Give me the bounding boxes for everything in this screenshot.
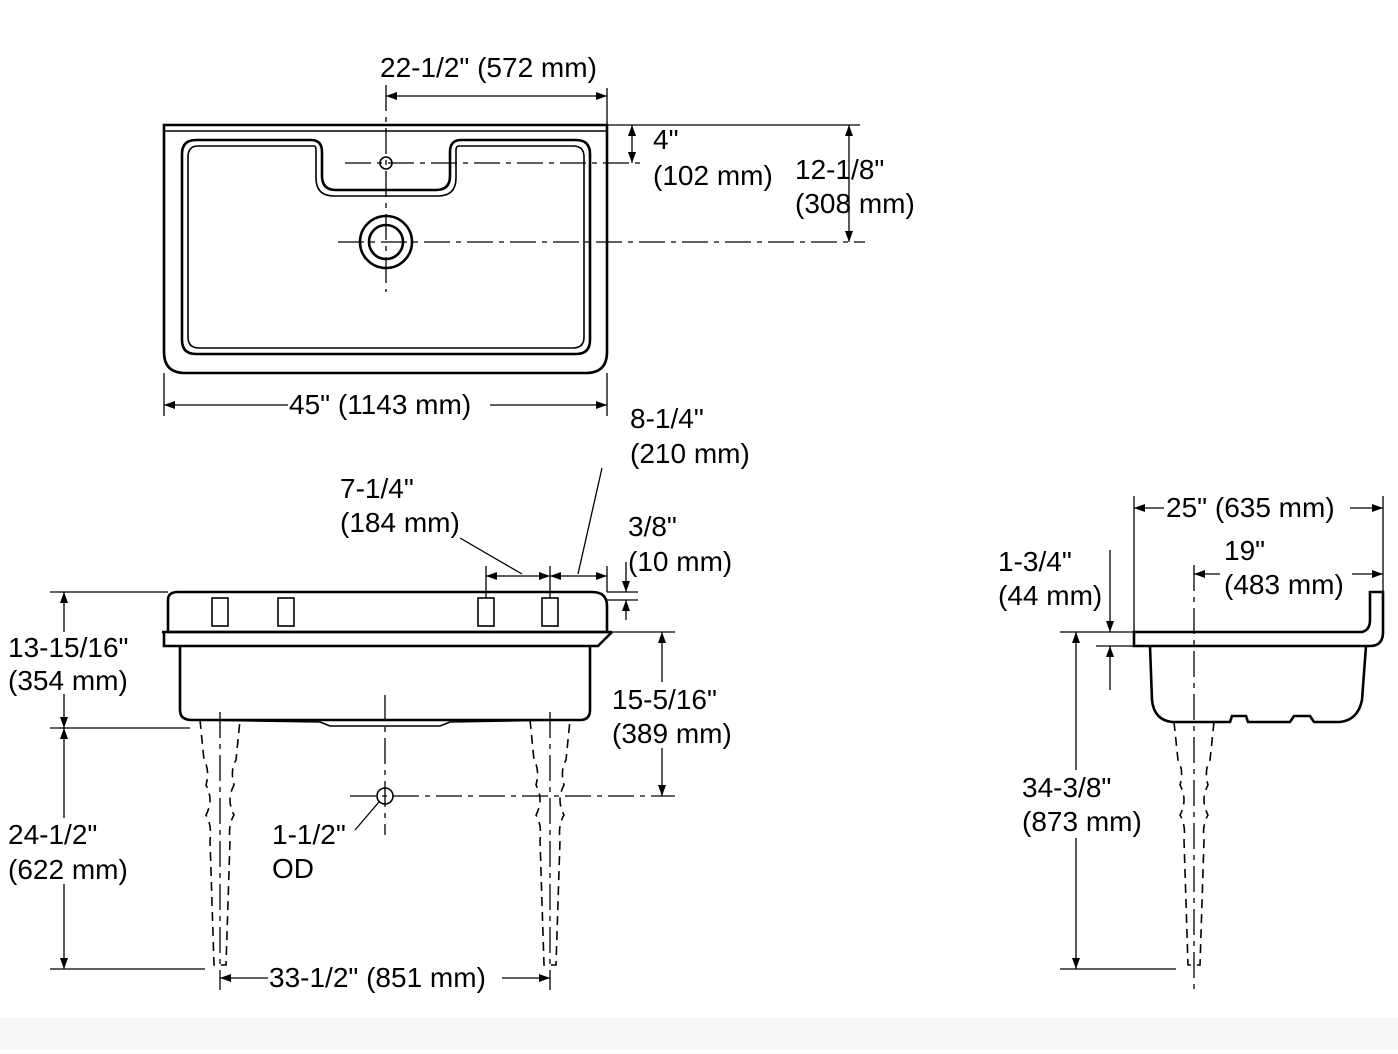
front-view-bowl-underside <box>199 719 561 727</box>
arrowhead <box>658 632 666 643</box>
dim-drain-od-label-1: 1-1/2" <box>272 819 346 850</box>
faucet-hole-3 <box>477 597 495 627</box>
dim-depth-label: 25" (635 mm) <box>1166 492 1335 523</box>
arrowhead <box>1134 504 1145 512</box>
arrowhead <box>1372 504 1383 512</box>
arrowhead <box>386 92 397 100</box>
dim-leg-setback-label-2: (483 mm) <box>1224 569 1344 600</box>
arrowhead <box>539 572 550 580</box>
dim-leg-setback-label-1: 19" <box>1224 535 1265 566</box>
dim-hole-spacing-leader <box>459 537 523 575</box>
arrowhead <box>550 572 561 580</box>
front-drain-outlet <box>376 787 394 805</box>
side-view-deck <box>1132 590 1385 648</box>
dim-hole-spacing-label-2: (184 mm) <box>340 507 460 538</box>
top-view-basin-inner-outline <box>187 145 585 349</box>
arrowhead <box>628 152 636 163</box>
dim-hole-edge-label-2: (210 mm) <box>630 438 750 469</box>
arrowhead <box>60 728 68 739</box>
dim-rim-label-1: 1-3/4" <box>998 546 1072 577</box>
arrowhead <box>1072 958 1080 969</box>
dim-hole-spacing-label-1: 7-1/4" <box>340 473 414 504</box>
arrowhead <box>220 974 231 982</box>
dim-hole-edge-leader <box>577 467 603 575</box>
arrowhead <box>1372 570 1383 578</box>
dim-drain-depth-label-1: 12-1/8" <box>795 154 884 185</box>
dim-leg-height-label-2: (622 mm) <box>8 854 128 885</box>
side-view-leg <box>1173 721 1215 966</box>
dim-rim-label-2: (44 mm) <box>998 580 1102 611</box>
side-view: 25" (635 mm) 19" (483 mm) 1-3/4" (44 mm)… <box>998 492 1385 990</box>
arrowhead <box>596 92 607 100</box>
front-view-apron <box>162 631 613 648</box>
arrowhead <box>1194 570 1205 578</box>
arrowhead <box>486 572 497 580</box>
front-view: 1-1/2" OD 13-15/16" (354 mm) 24-1/2" (62… <box>8 403 750 993</box>
dim-width-label: 45" (1143 mm) <box>289 389 471 420</box>
dim-floor-to-rim-label-1: 34-3/8" <box>1022 772 1111 803</box>
top-view-basin-outline <box>180 138 592 356</box>
arrowhead <box>628 125 636 136</box>
dim-rim-thickness-label-1: 3/8" <box>628 511 677 542</box>
faucet-hole-4 <box>541 597 559 627</box>
arrowhead <box>1072 632 1080 643</box>
faucet-hole-2 <box>277 597 295 627</box>
dim-leg-height-label-1: 24-1/2" <box>8 819 97 850</box>
dim-drain-height-label-1: 15-5/16" <box>612 684 717 715</box>
dim-leg-spacing-label: 33-1/2" (851 mm) <box>269 962 486 993</box>
arrowhead <box>1106 646 1114 657</box>
arrowhead <box>596 572 607 580</box>
arrowhead <box>658 785 666 796</box>
dim-drain-offset-label: 22-1/2" (572 mm) <box>380 52 597 83</box>
bottom-margin-strip <box>0 1018 1398 1049</box>
arrowhead <box>622 581 630 592</box>
dim-drain-depth-label-2: (308 mm) <box>795 188 915 219</box>
arrowhead <box>845 231 853 242</box>
dim-drain-od-label-2: OD <box>272 853 314 884</box>
dim-faucet-depth-label-1: 4" <box>653 124 679 155</box>
side-view-bowl <box>1148 645 1368 724</box>
arrowhead <box>596 401 607 409</box>
dim-faucet-depth-label-2: (102 mm) <box>653 160 773 191</box>
top-view: 22-1/2" (572 mm) 4" (102 mm) 12-1/8" (30… <box>162 52 915 420</box>
dim-rim-thickness-label-2: (10 mm) <box>628 546 732 577</box>
arrowhead <box>60 592 68 603</box>
arrowhead <box>1106 621 1114 632</box>
front-view-deck <box>166 590 609 634</box>
front-left-leg <box>199 719 241 966</box>
arrowhead <box>539 974 550 982</box>
dim-hole-edge-label-1: 8-1/4" <box>630 403 704 434</box>
front-view-bowl <box>178 646 592 722</box>
dim-drain-height-label-2: (389 mm) <box>612 718 732 749</box>
dim-overall-height-label-2: (354 mm) <box>8 665 128 696</box>
dim-drain-od-leader <box>354 801 380 831</box>
arrowhead <box>845 125 853 136</box>
top-view-outer-outline <box>162 123 609 375</box>
arrowhead <box>60 958 68 969</box>
dim-overall-height-label-1: 13-15/16" <box>8 632 128 663</box>
arrowhead <box>164 401 175 409</box>
dim-floor-to-rim-label-2: (873 mm) <box>1022 806 1142 837</box>
arrowhead <box>60 717 68 728</box>
front-right-leg <box>529 719 571 966</box>
faucet-hole-1 <box>211 597 229 627</box>
arrowhead <box>622 600 630 611</box>
